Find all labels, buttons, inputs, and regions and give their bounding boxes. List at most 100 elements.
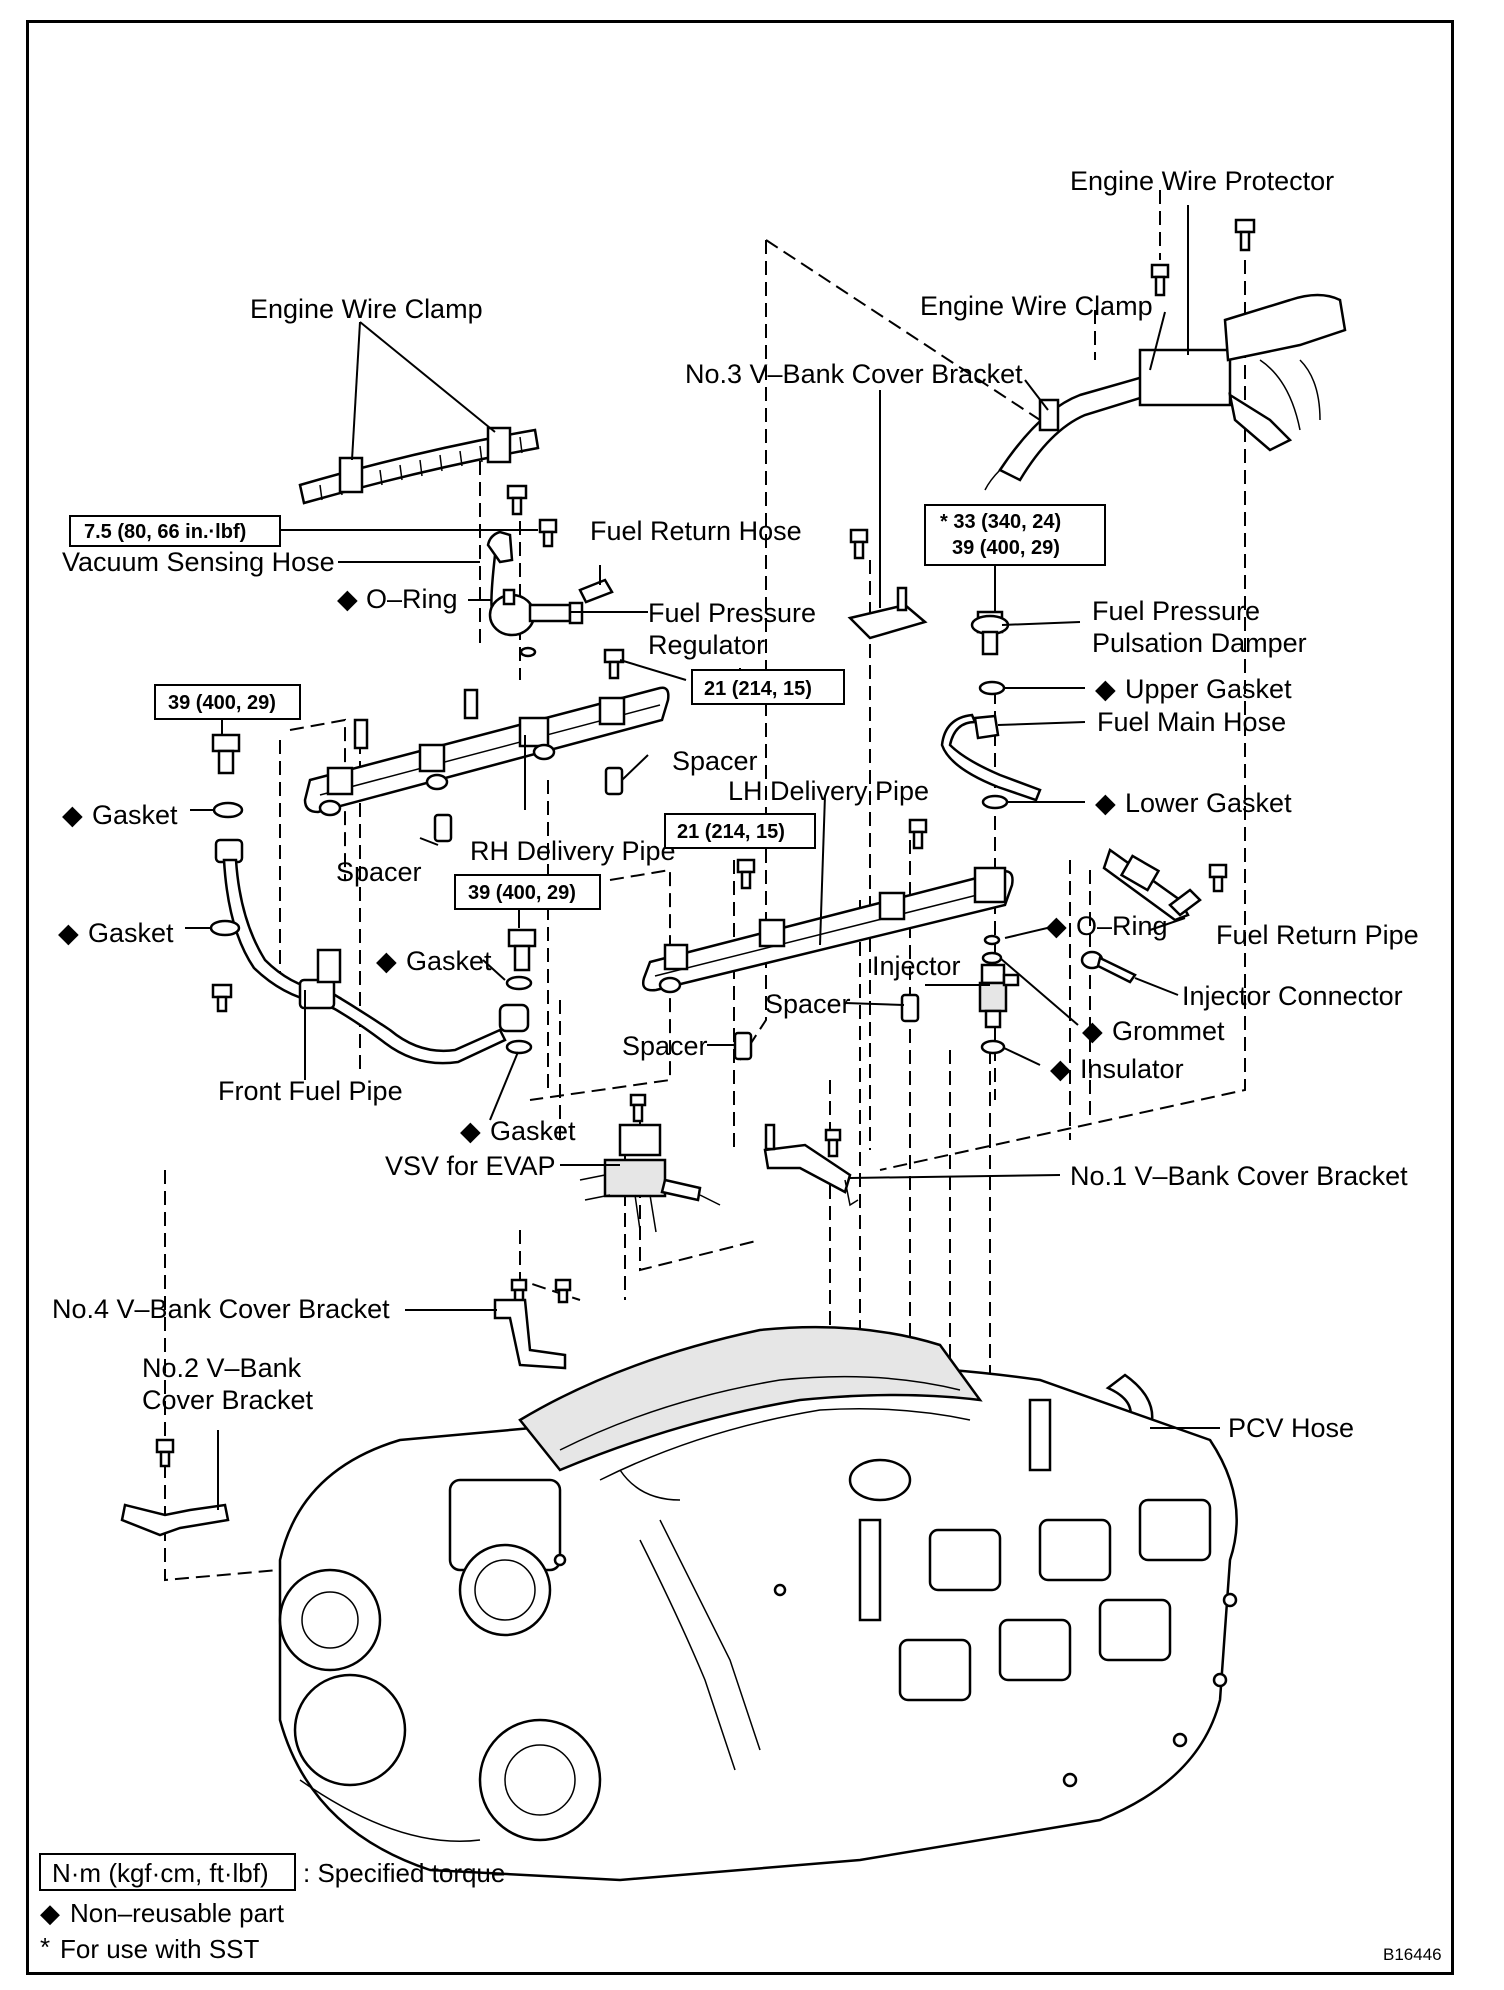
label-vacuum-sensing-hose: Vacuum Sensing Hose — [62, 547, 335, 577]
fuel-main-hose-part — [940, 713, 1042, 802]
label-no1-bracket: No.1 V–Bank Cover Bracket — [1070, 1161, 1408, 1191]
label-upper-gasket: Upper Gasket — [1125, 674, 1292, 704]
svg-text:21 (214, 15): 21 (214, 15) — [677, 821, 785, 843]
rh-delivery-pipe — [303, 686, 670, 817]
legend-sst-mark: * — [40, 1932, 50, 1962]
label-injector-connector: Injector Connector — [1182, 981, 1403, 1011]
torque-box-3: 21 (214, 15) — [691, 669, 845, 705]
fuel-pressure-regulator — [486, 530, 614, 658]
svg-text:39 (400, 29): 39 (400, 29) — [468, 882, 576, 904]
label-engine-wire-protector: Engine Wire Protector — [1070, 166, 1334, 196]
spacer-rh-b — [433, 813, 453, 843]
gasket-mid-b — [505, 1039, 533, 1055]
legend-non-reusable: Non–reusable part — [70, 1898, 285, 1928]
bolt-o — [510, 1278, 528, 1304]
labels: Engine Wire Protector Engine Wire Clamp … — [52, 166, 1419, 1443]
svg-text:* 33 (340, 24): * 33 (340, 24) — [940, 511, 1061, 533]
legend-sst: For use with SST — [60, 1934, 260, 1964]
label-engine-wire-clamp-right: Engine Wire Clamp — [920, 291, 1153, 321]
label-vsv-for-evap: VSV for EVAP — [385, 1151, 556, 1181]
torque-box-4: 21 (214, 15) — [664, 813, 816, 849]
label-fppd-line1: Fuel Pressure — [1092, 596, 1260, 626]
bolts — [155, 218, 1256, 1468]
gasket-front-a — [212, 801, 244, 819]
label-lh-delivery-pipe: LH Delivery Pipe — [728, 776, 929, 806]
label-pcv-hose: PCV Hose — [1228, 1413, 1354, 1443]
diamond-upper-gasket: ◆ — [1095, 674, 1116, 704]
bolt-d — [1150, 263, 1170, 297]
label-fuel-return-pipe: Fuel Return Pipe — [1216, 920, 1419, 950]
label-gasket-4: Gasket — [490, 1116, 576, 1146]
no1-bracket-part — [763, 1123, 859, 1207]
injector-part — [978, 963, 1020, 1029]
bolt-b — [538, 518, 558, 548]
diamond-gasket-2: ◆ — [58, 918, 79, 948]
label-fpr-line1: Fuel Pressure — [648, 598, 816, 628]
fuel-return-pipe-part — [1102, 847, 1202, 922]
svg-text:39 (400, 29): 39 (400, 29) — [952, 537, 1060, 559]
bolt-p — [554, 1278, 572, 1304]
label-spacer-left: Spacer — [336, 857, 422, 887]
torque-box-1: 7.5 (80, 66 in.·lbf) — [69, 515, 281, 547]
grommet-part — [981, 951, 1003, 965]
spacer-lh-b — [733, 1031, 753, 1061]
bolt-a — [506, 484, 528, 516]
no3-bracket-part — [847, 586, 928, 640]
label-no2-bracket-line1: No.2 V–Bank — [142, 1353, 302, 1383]
label-fppd-line2: Pulsation Damper — [1092, 628, 1307, 658]
insulator-part — [980, 1039, 1006, 1055]
svg-text:21 (214, 15): 21 (214, 15) — [704, 678, 812, 700]
label-rh-delivery-pipe: RH Delivery Pipe — [470, 836, 676, 866]
legend-unit-box — [39, 1853, 296, 1891]
bolt-f — [603, 648, 625, 680]
torque-box-2: 39 (400, 29) — [154, 684, 301, 720]
label-spacer-top: Spacer — [672, 746, 758, 776]
bolt-i — [736, 858, 756, 890]
label-gasket-1: Gasket — [92, 800, 178, 830]
figure-code: B16446 — [1383, 1945, 1442, 1964]
engine-wire-protector-body — [1138, 348, 1232, 407]
torque-box-5: 39 (400, 29) — [454, 874, 601, 910]
bolt-h — [507, 928, 537, 972]
diamond-o-ring-right: ◆ — [1046, 911, 1067, 941]
label-o-ring-right: O–Ring — [1076, 911, 1168, 941]
diamond-o-ring-top: ◆ — [337, 584, 358, 614]
injector-connector-part — [1080, 950, 1137, 984]
diamond-lower-gasket: ◆ — [1095, 788, 1116, 818]
label-no3-bracket: No.3 V–Bank Cover Bracket — [685, 359, 1023, 389]
label-gasket-2: Gasket — [88, 918, 174, 948]
torque-specs: 7.5 (80, 66 in.·lbf) 39 (400, 29) 21 (21… — [69, 504, 1106, 910]
label-spacer-low: Spacer — [622, 1031, 708, 1061]
engine-wire-clamp-left-a — [338, 456, 364, 494]
label-lower-gasket: Lower Gasket — [1125, 788, 1292, 818]
label-fuel-return-hose: Fuel Return Hose — [590, 516, 802, 546]
engine-wire-clamp-left-b — [486, 426, 512, 464]
diagram-frame — [26, 20, 1454, 1975]
fuel-pressure-pulsation-damper — [970, 610, 1010, 656]
label-no2-bracket-line2: Cover Bracket — [142, 1385, 314, 1415]
engine-wire-clamp-right — [1038, 398, 1060, 432]
diamond-grommet: ◆ — [1082, 1016, 1103, 1046]
legend-diamond: ◆ — [40, 1898, 60, 1928]
spacer-rh-a — [604, 766, 624, 796]
bolt-l — [1208, 863, 1228, 893]
engine-wire-harness-left — [298, 426, 540, 505]
engine-assembly — [278, 1325, 1238, 1882]
no2-bracket-part — [120, 1503, 230, 1537]
legend-unit-desc: : Specified torque — [303, 1858, 505, 1888]
bolt-k — [211, 983, 233, 1013]
label-injector: Injector — [872, 951, 961, 981]
label-no4-bracket: No.4 V–Bank Cover Bracket — [52, 1294, 390, 1324]
bolt-g — [211, 733, 241, 775]
label-o-ring-top: O–Ring — [366, 584, 458, 614]
spacer-lh-a — [900, 993, 920, 1023]
engine-wire-harness-right — [984, 293, 1347, 491]
svg-text:39 (400, 29): 39 (400, 29) — [168, 692, 276, 714]
bolt-q — [155, 1438, 175, 1468]
label-grommet: Grommet — [1112, 1016, 1225, 1046]
torque-box-6: * 33 (340, 24) 39 (400, 29) — [924, 504, 1106, 566]
legend-unit: N·m (kgf·cm, ft·lbf) — [52, 1858, 269, 1888]
vsv-for-evap-part — [579, 1123, 721, 1233]
